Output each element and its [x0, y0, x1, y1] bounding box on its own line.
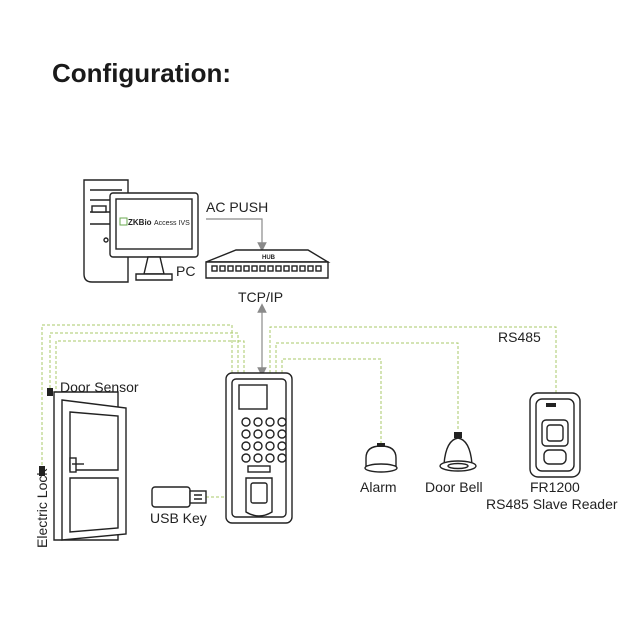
- pc-label: PC: [176, 263, 195, 279]
- wiring: [41, 324, 557, 498]
- tcp-ip-label: TCP/IP: [238, 289, 283, 305]
- software-name: Access IVS: [154, 220, 190, 227]
- slave-reader-label: RS485 Slave Reader: [486, 496, 618, 512]
- alarm-icon: [364, 443, 398, 473]
- hub-label: HUB: [262, 255, 276, 261]
- terminal-device-icon: [225, 372, 293, 524]
- fr1200-reader-icon: [529, 392, 581, 478]
- fr1200-label: FR1200: [530, 479, 580, 495]
- wire-alarm: [281, 358, 382, 444]
- usb-key-icon: [151, 486, 207, 508]
- hub-icon: HUB: [205, 249, 331, 279]
- wire-door-bell: [275, 342, 459, 430]
- page-title: Configuration:: [52, 58, 232, 88]
- ac-push-label: AC PUSH: [206, 199, 268, 215]
- door-bell-icon: [439, 432, 477, 472]
- cable-ac-push: [206, 218, 267, 252]
- software-brand: ZKBio: [128, 218, 152, 227]
- wire-electric-lock: [41, 324, 233, 472]
- network-cables: [206, 218, 267, 377]
- door-sensor-label: Door Sensor: [60, 379, 139, 395]
- rs485-label: RS485: [498, 329, 541, 345]
- door-icon: [39, 388, 127, 541]
- pc-icon: ZKBio Access IVS: [83, 179, 199, 283]
- wire-rs485: [269, 326, 557, 393]
- electric-lock-label: Electric Lock: [34, 468, 50, 548]
- alarm-label: Alarm: [360, 479, 397, 495]
- usb-key-label: USB Key: [150, 510, 207, 526]
- wire-door-lock-2: [55, 340, 245, 392]
- door-bell-label: Door Bell: [425, 479, 483, 495]
- labels: AC PUSH PC TCP/IP RS485 Door Sensor Elec…: [34, 199, 618, 548]
- wire-door-sensor: [49, 332, 239, 392]
